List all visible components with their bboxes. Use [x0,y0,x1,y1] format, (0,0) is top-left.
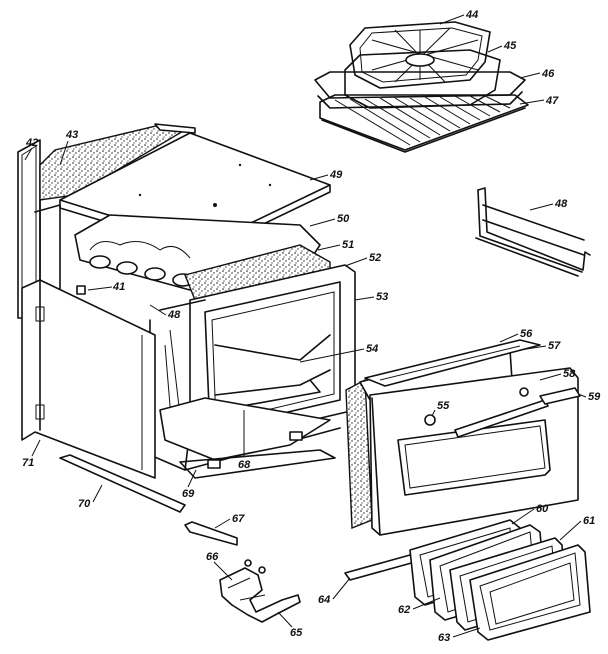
callout-65: 65 [290,627,303,639]
toe-kick-part [59,454,186,513]
callout-41: 41 [112,281,125,293]
rack-support-part [475,187,591,277]
callout-56: 56 [520,328,533,340]
door-liner-part [469,544,591,641]
callout-61: 61 [583,515,595,527]
callout-62: 62 [398,604,410,616]
callout-67: 67 [232,513,245,525]
callout-70: 70 [78,498,91,510]
callout-51: 51 [342,239,354,251]
callout-69: 69 [182,488,195,500]
callout-66: 66 [206,551,219,563]
callout-52: 52 [369,252,381,264]
side-panel-part [21,279,156,479]
callout-57: 57 [548,340,561,352]
callout-58: 58 [563,368,576,380]
callout-48-top: 48 [554,198,568,210]
callout-71: 71 [22,457,34,469]
callout-59: 59 [588,391,601,403]
door-gasket-part [344,554,416,581]
door-top-trim-part [364,339,541,387]
callout-44: 44 [465,9,478,21]
oven-door-panel-part [369,367,579,536]
door-handle-part [539,387,581,405]
callout-47: 47 [545,95,559,107]
callout-48-side: 48 [167,309,181,321]
callout-42: 42 [25,137,38,149]
callout-55: 55 [437,400,450,412]
oven-rack-part [319,94,529,153]
hinge-part [184,521,238,546]
oven-bottom-part [159,397,336,479]
callout-64: 64 [318,594,330,606]
broiler-pan-part [344,49,501,109]
callout-60: 60 [536,503,549,515]
hinge-assembly-part [219,559,301,623]
callout-63: 63 [438,632,450,644]
callout-46: 46 [541,68,555,80]
callout-45: 45 [503,40,517,52]
callout-53: 53 [376,291,388,303]
callout-43: 43 [65,129,78,141]
callout-49: 49 [329,169,343,181]
callout-54: 54 [366,343,378,355]
callout-50: 50 [337,213,350,225]
callout-labels: 41 42 43 44 45 46 47 48 49 50 51 52 53 5… [22,9,601,644]
oven-cavity-part [159,299,331,431]
callout-68: 68 [238,459,251,471]
bracket-part [76,285,86,295]
